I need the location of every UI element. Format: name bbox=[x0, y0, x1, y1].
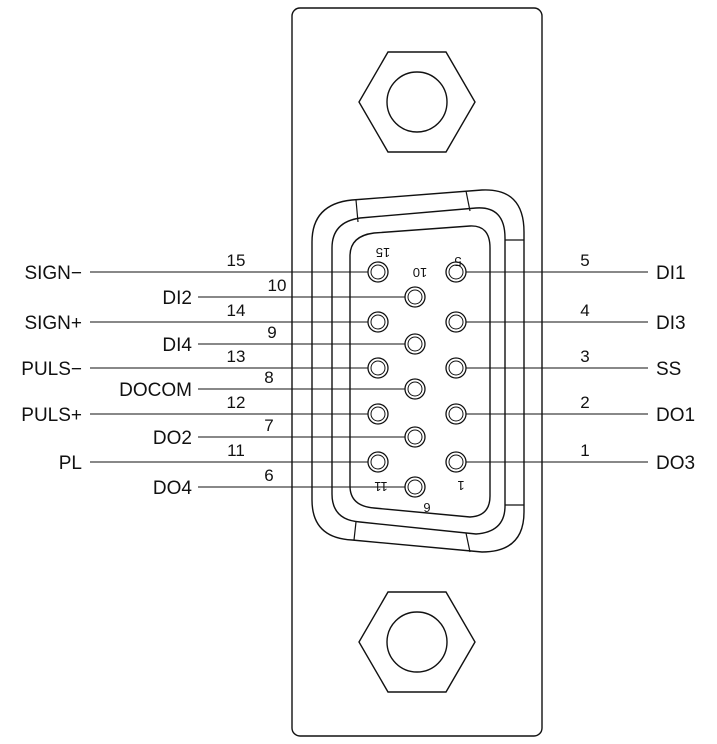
pin-9-number: 9 bbox=[267, 323, 276, 342]
pin-12-contact-inner bbox=[370, 406, 386, 422]
pin-2-signal-label: DO1 bbox=[656, 405, 695, 426]
pin-9-contact bbox=[404, 333, 426, 355]
pin-10-number: 10 bbox=[268, 276, 287, 295]
pin-7-contact-inner bbox=[407, 429, 423, 445]
pin-5-number: 5 bbox=[580, 251, 589, 270]
pin-2-number: 2 bbox=[580, 393, 589, 412]
pin-3: 3SS bbox=[445, 347, 681, 380]
pin-14-contact bbox=[367, 311, 389, 333]
top-hex-bore bbox=[386, 71, 448, 133]
pin-12-contact bbox=[367, 403, 389, 425]
pin-13-number: 13 bbox=[227, 347, 246, 366]
pin-15-number: 15 bbox=[227, 251, 246, 270]
pin-8-number: 8 bbox=[264, 368, 273, 387]
orientation-mark-15: 15 bbox=[376, 245, 390, 260]
pin-2-contact bbox=[445, 403, 467, 425]
pin-3-signal-label: SS bbox=[656, 359, 681, 380]
pin-6-number: 6 bbox=[264, 466, 273, 485]
pin-10-contact bbox=[404, 286, 426, 308]
pin-8-contact-inner bbox=[407, 381, 423, 397]
orientation-mark-10: 10 bbox=[413, 265, 427, 280]
pin-7-number: 7 bbox=[264, 416, 273, 435]
pin-1-contact bbox=[445, 451, 467, 473]
seam-bottom-left bbox=[353, 521, 357, 541]
dsub-outer-shell bbox=[311, 189, 525, 553]
pin-8-signal-label: DOCOM bbox=[119, 380, 192, 401]
shell-seam-marks bbox=[353, 190, 524, 553]
top-hex-nut bbox=[358, 51, 476, 153]
pin-5-signal-label: DI1 bbox=[656, 263, 686, 284]
pin-11-signal-label: PL bbox=[59, 453, 82, 474]
pin-4-number: 4 bbox=[580, 301, 589, 320]
pin-13-contact bbox=[367, 357, 389, 379]
pin-7-signal-label: DO2 bbox=[153, 428, 192, 449]
pin-6-signal-label: DO4 bbox=[153, 478, 193, 499]
pin-12-signal-label: PULS+ bbox=[21, 405, 82, 426]
pin-3-contact-inner bbox=[448, 360, 464, 376]
pin-1-number: 1 bbox=[580, 441, 589, 460]
pin-12-number: 12 bbox=[227, 393, 246, 412]
mounting-plate bbox=[291, 7, 543, 737]
pin-14-contact-inner bbox=[370, 314, 386, 330]
orientation-mark-6: 6 bbox=[423, 500, 430, 515]
pin-6-contact bbox=[404, 476, 426, 498]
pin-6-contact-inner bbox=[407, 479, 423, 495]
bottom-hex-outline bbox=[358, 591, 476, 693]
orientation-marks: 15 10 5 11 6 1 bbox=[374, 245, 464, 515]
pin-3-contact bbox=[445, 357, 467, 379]
pin-11-contact bbox=[367, 451, 389, 473]
dsub-inner-shell bbox=[331, 207, 506, 535]
pin-7-contact bbox=[404, 426, 426, 448]
pin-10-contact-inner bbox=[407, 289, 423, 305]
pin-5-contact bbox=[445, 261, 467, 283]
pin-14-signal-label: SIGN+ bbox=[24, 313, 82, 334]
pin-8-contact bbox=[404, 378, 426, 400]
pin-13-signal-label: PULS− bbox=[21, 359, 82, 380]
pin-15-signal-label: SIGN− bbox=[24, 263, 82, 284]
pin-4-signal-label: DI3 bbox=[656, 313, 686, 334]
top-hex-outline bbox=[358, 51, 476, 153]
bottom-hex-bore bbox=[386, 611, 448, 673]
pin-4-contact-inner bbox=[448, 314, 464, 330]
pin-15-contact bbox=[367, 261, 389, 283]
seam-top-right bbox=[465, 190, 471, 212]
pin-15-contact-inner bbox=[370, 264, 386, 280]
pin-1-signal-label: DO3 bbox=[656, 453, 695, 474]
pin-layer: 15SIGN−10DI214SIGN+9DI413PULS−8DOCOM12PU… bbox=[21, 251, 695, 499]
pin-11-contact-inner bbox=[370, 454, 386, 470]
seam-top-left bbox=[355, 199, 359, 223]
orientation-mark-5: 5 bbox=[454, 254, 461, 269]
pin-13-contact-inner bbox=[370, 360, 386, 376]
pin-11-number: 11 bbox=[227, 441, 245, 460]
pin-9-signal-label: DI4 bbox=[162, 335, 192, 356]
pin-5-contact-inner bbox=[448, 264, 464, 280]
pin-14-number: 14 bbox=[227, 301, 246, 320]
seam-bottom-right bbox=[465, 532, 471, 553]
bottom-hex-nut bbox=[358, 591, 476, 693]
pin-2-contact-inner bbox=[448, 406, 464, 422]
pin-4-contact bbox=[445, 311, 467, 333]
dsub-insert-face bbox=[349, 225, 491, 518]
pin-9-contact-inner bbox=[407, 336, 423, 352]
orientation-mark-1: 1 bbox=[457, 478, 464, 493]
pin-10-signal-label: DI2 bbox=[162, 288, 192, 309]
pin-1-contact-inner bbox=[448, 454, 464, 470]
pin-3-number: 3 bbox=[580, 347, 589, 366]
